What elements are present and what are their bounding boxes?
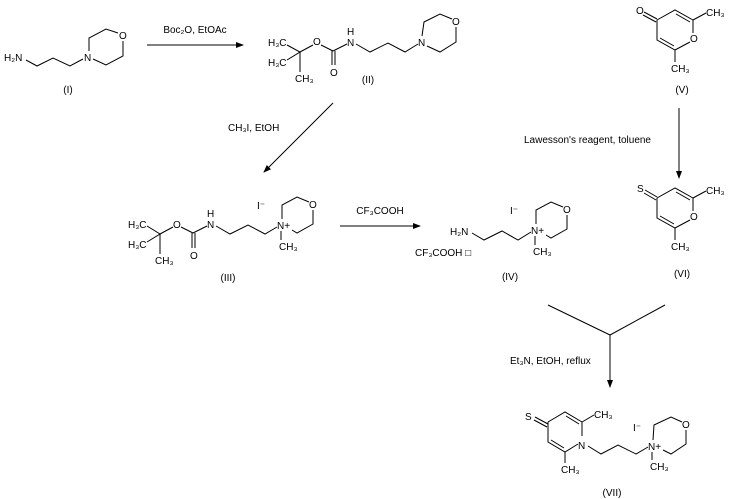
compound-label: (IV) — [502, 272, 518, 283]
methyl-label: CH₃ — [706, 8, 725, 19]
reagent-label: CH₃I, EtOH — [228, 123, 279, 134]
atom-n: N — [418, 38, 425, 49]
atom-n: N — [84, 53, 91, 64]
methyl-label: CH₃ — [533, 247, 552, 258]
atom-o: O — [330, 68, 338, 79]
salt-label: CF₃COOH □ — [415, 248, 471, 259]
compound-label: (V) — [675, 85, 688, 96]
atom-s: S — [637, 184, 644, 195]
atom-h: H — [347, 27, 354, 38]
methyl-label: H₃C — [268, 58, 287, 69]
iodide-label: I⁻ — [633, 423, 641, 434]
atom-n-plus: N+ — [648, 442, 661, 453]
compound-VII: S CH₃ N CH₃ N+ CH₃ O I⁻ (VII) — [525, 410, 690, 499]
compound-VI: S CH₃ O CH₃ (VI) — [637, 184, 725, 280]
methyl-label: CH₃ — [594, 410, 613, 421]
compound-label: (III) — [221, 273, 236, 284]
amine-label: H₂N — [450, 227, 468, 238]
reagent-label: CF₃COOH — [356, 206, 403, 217]
atom-s: S — [525, 412, 532, 423]
methyl-label: CH₃ — [706, 186, 725, 197]
atom-o: O — [636, 6, 644, 17]
atom-o: O — [309, 200, 317, 211]
compound-label: (I) — [63, 85, 72, 96]
methyl-label: CH₃ — [295, 74, 314, 85]
methyl-label: CH₃ — [671, 242, 690, 253]
methyl-label: H₃C — [128, 240, 147, 251]
reagent-label: Et₃N, EtOH, reflux — [510, 356, 591, 367]
methyl-label: CH₃ — [279, 242, 298, 253]
reaction-arrow — [263, 102, 334, 173]
compound-label: (VII) — [603, 488, 622, 499]
atom-o: O — [690, 34, 698, 45]
atom-o: O — [190, 251, 198, 262]
methyl-label: H₃C — [128, 220, 147, 231]
methyl-label: CH₃ — [561, 465, 580, 476]
reagent-label: Boc₂O, EtOAc — [163, 25, 226, 36]
atom-o: O — [313, 37, 321, 48]
atom-h: H — [207, 209, 214, 220]
atom-o: O — [563, 205, 571, 216]
atom-o: O — [452, 17, 460, 28]
atom-o: O — [173, 220, 181, 231]
atom-n: N — [347, 38, 354, 49]
compound-label: (VI) — [674, 269, 690, 280]
atom-o: O — [690, 212, 698, 223]
compound-label: (II) — [362, 75, 374, 86]
compound-V: O CH₃ O CH₃ (V) — [636, 6, 725, 96]
methyl-label: CH₃ — [671, 64, 690, 75]
reagent-label: Lawesson's reagent, toluene — [524, 135, 651, 146]
compound-III: H₃C H₃C CH₃ O O N H N+ CH₃ O I⁻ (III) — [128, 196, 317, 284]
compound-I: H₂N N O (I) — [4, 28, 127, 96]
atom-n-plus: N+ — [277, 221, 290, 232]
atom-o: O — [682, 420, 690, 431]
atom-n: N — [207, 220, 214, 231]
amine-label: H₂N — [4, 53, 22, 64]
compound-II: H₃C H₃C CH₃ O O N H N O (II) — [268, 13, 460, 86]
atom-o: O — [119, 31, 127, 42]
atom-n-plus: N+ — [531, 226, 544, 237]
converging-arrow — [547, 304, 666, 388]
iodide-label: I⁻ — [257, 201, 265, 212]
iodide-label: I⁻ — [510, 206, 518, 217]
compound-IV: H₂N N+ CH₃ O I⁻ CF₃COOH □ (IV) — [415, 201, 571, 283]
atom-n: N — [578, 441, 585, 452]
methyl-label: H₃C — [268, 38, 287, 49]
methyl-label: CH₃ — [650, 462, 669, 473]
methyl-label: CH₃ — [155, 256, 174, 267]
